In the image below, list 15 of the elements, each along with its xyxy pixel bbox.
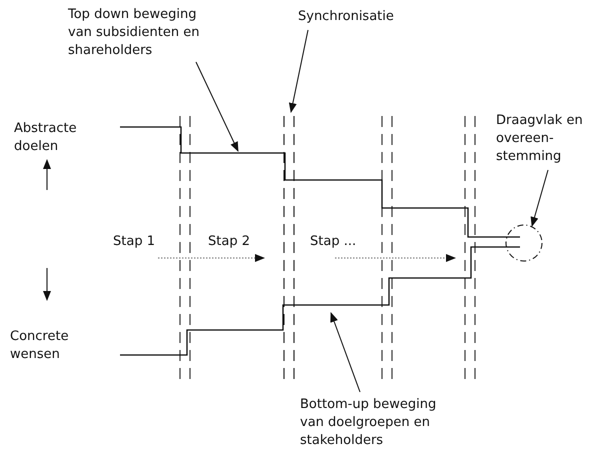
leader-line [196,62,238,152]
annotation-text: Bottom-up beweging van doelgroepen en stakeholders [300,396,438,450]
annotation-text: Abstracte doelen [14,120,78,156]
leader-line [530,170,548,227]
leader-line [288,30,308,113]
annotation-text: Synchronisatie [298,8,395,26]
annotation-text: Top down beweging van subsidienten en shareholders [68,6,200,60]
step-label: Stap 2 [208,233,250,251]
step-label: Stap 1 [113,233,155,251]
staircase-line [120,246,520,356]
annotation-text: Draagvlak en overeen- stemming [496,112,584,166]
step-label: Stap ... [310,233,356,251]
annotation-text: Concrete wensen [10,328,70,364]
dashed-circle [506,224,542,262]
leader-line [330,312,360,392]
